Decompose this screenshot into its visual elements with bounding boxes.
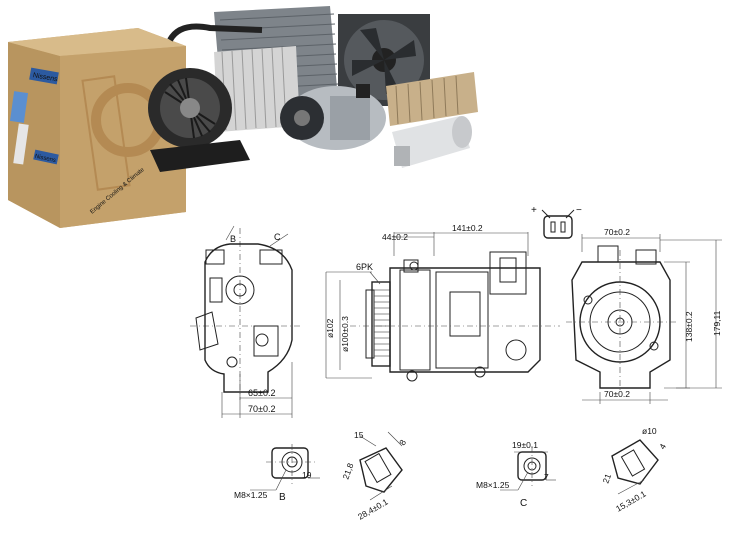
side-dim-141: 141±0.2 xyxy=(452,223,483,233)
front-dim-70: 70±0.2 xyxy=(248,404,275,414)
detailB-label: B xyxy=(279,492,286,503)
detailC-sec-d10: ø10 xyxy=(642,426,657,436)
detail-B-section: 15 8 21,8 28,4±0.1 xyxy=(340,430,408,522)
ac-hose xyxy=(167,23,263,42)
rear-dim-179: 179,11 xyxy=(712,310,722,336)
box-brand-text: Nissens xyxy=(32,72,58,83)
detail-C-section: ø10 4 21 15,3±0.1 xyxy=(600,426,668,514)
detailB-sec-15: 15 xyxy=(354,430,364,440)
detailC-dim-7: 7 xyxy=(544,472,549,482)
box-brand-text-2: Nissens xyxy=(34,154,56,164)
front-label-C: C xyxy=(274,232,281,242)
detailC-dim-19: 19±0.1 xyxy=(512,440,538,450)
connector-plus: + xyxy=(531,205,537,216)
detailB-sec-8: 8 xyxy=(397,438,408,447)
detail-B: 19 M8×1.25 B xyxy=(234,444,320,503)
side-view: 44±0.2 141±0.2 + − 6PK xyxy=(325,205,582,382)
side-dim-d100: ø100±0.3 xyxy=(340,316,350,352)
side-label-6pk: 6PK xyxy=(356,262,373,272)
detailC-sec-21: 21 xyxy=(600,472,613,485)
detailC-thread: M8×1.25 xyxy=(476,480,510,490)
detail-C: 19±0.1 7 M8×1.25 C xyxy=(476,440,556,509)
front-view: B C 65±0.2 70±0.2 xyxy=(190,225,300,418)
fan-assembly xyxy=(338,14,430,106)
connector-minus: − xyxy=(576,205,582,216)
receiver-drier xyxy=(392,116,472,168)
detailB-sec-28-4: 28,4±0.1 xyxy=(356,496,390,521)
side-dim-44: 44±0.2 xyxy=(382,232,408,242)
side-dim-d102: ø102 xyxy=(325,318,335,338)
compressor-photo xyxy=(280,84,386,150)
front-dim-65: 65±0.2 xyxy=(248,388,275,398)
detailC-sec-4: 4 xyxy=(657,442,668,451)
detailC-sec-15-3: 15,3±0.1 xyxy=(614,488,648,513)
rear-dim-70-bottom: 70±0.2 xyxy=(604,389,630,399)
product-photo: Nissens Nissens Engine Cooling & Climate xyxy=(8,6,478,228)
rear-view: 70±0.2 138±0.2 179,11 70±0.2 xyxy=(566,227,722,404)
detailB-dim-19: 19 xyxy=(302,470,312,480)
connector-symbol: + − xyxy=(531,205,582,239)
front-label-B: B xyxy=(230,234,236,244)
detailB-thread: M8×1.25 xyxy=(234,490,268,500)
detailB-sec-21-8: 21,8 xyxy=(340,461,355,480)
rear-dim-138: 138±0.2 xyxy=(684,311,694,342)
rear-dim-70-top: 70±0.2 xyxy=(604,227,630,237)
blower-motor xyxy=(148,68,250,172)
heater-core xyxy=(386,72,478,126)
detailC-label: C xyxy=(520,498,527,509)
